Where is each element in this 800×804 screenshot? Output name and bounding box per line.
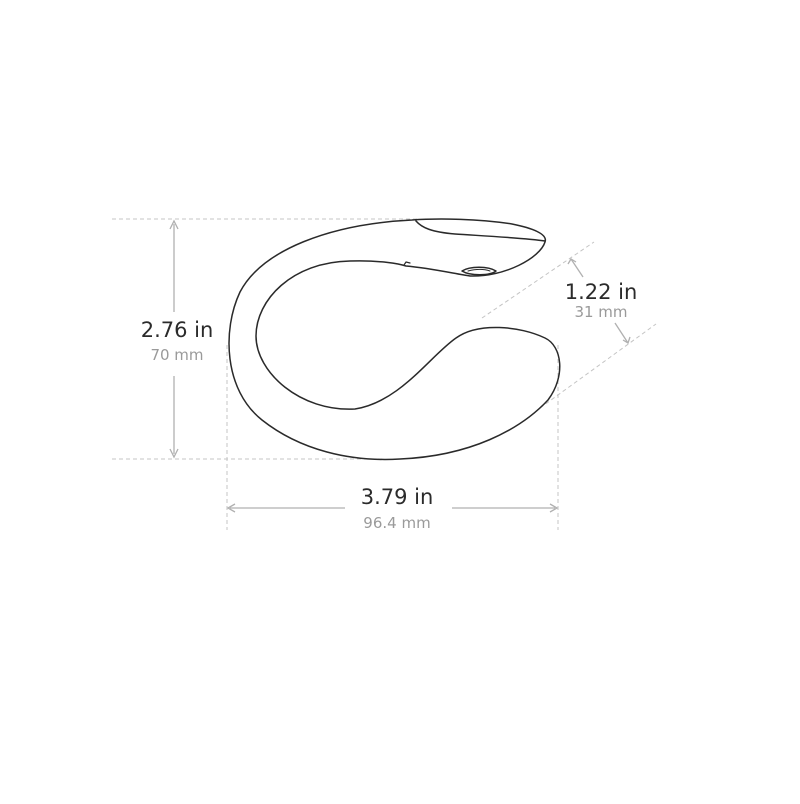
thickness-arrow-bottom bbox=[622, 336, 631, 344]
guide-lines bbox=[112, 218, 657, 530]
product-outline bbox=[228, 218, 561, 461]
width-arrow-left bbox=[226, 503, 236, 513]
height-arrow-bottom bbox=[169, 448, 179, 459]
thickness-label-secondary: 31 mm bbox=[574, 303, 628, 321]
thickness-dimension-line bbox=[567, 258, 631, 344]
width-label-primary: 3.79 in bbox=[360, 485, 434, 509]
product-body-outline bbox=[228, 218, 561, 461]
height-label-secondary: 70 mm bbox=[150, 346, 204, 364]
seam-notch bbox=[403, 261, 411, 266]
thickness-arrow-top bbox=[567, 258, 577, 265]
button-outline bbox=[461, 266, 497, 276]
button-inner-line bbox=[467, 269, 491, 272]
thickness-upper-guide-line bbox=[481, 241, 595, 319]
width-label-secondary: 96.4 mm bbox=[363, 514, 431, 532]
height-dimension-line bbox=[169, 219, 179, 459]
height-arrow-top bbox=[169, 219, 179, 230]
thickness-lower-guide-line bbox=[539, 323, 657, 409]
product-tip-seam bbox=[415, 220, 546, 242]
thickness-label-primary: 1.22 in bbox=[564, 280, 638, 304]
width-dimension-line bbox=[226, 503, 559, 513]
width-arrow-right bbox=[549, 503, 559, 513]
height-label-primary: 2.76 in bbox=[140, 318, 214, 342]
